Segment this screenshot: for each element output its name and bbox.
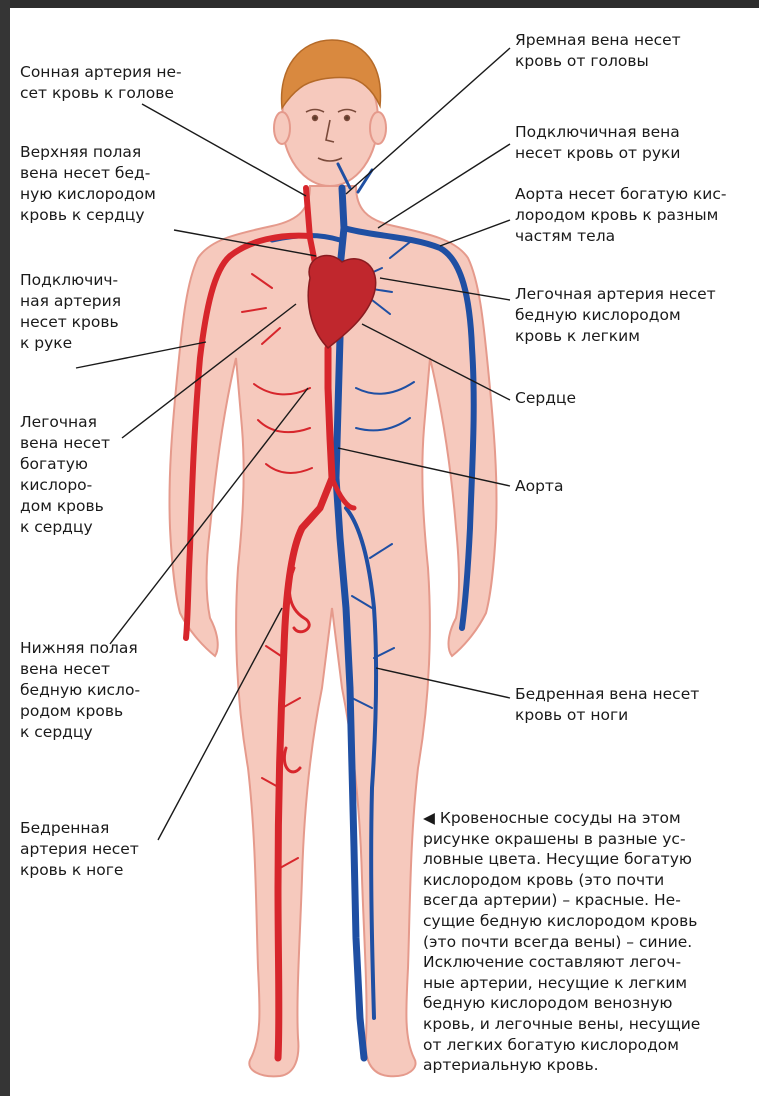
label-femoral-artery: Бедренная артерия несет кровь к ноге [20,818,139,881]
caption-marker-icon: ◀ [423,809,435,827]
label-femoral-vein: Бедренная вена несет кровь от ноги [515,684,699,726]
leader-subclavian-vein [378,144,510,228]
label-heart: Сердце [515,388,576,409]
label-jugular-vein: Яремная вена несет кровь от головы [515,30,681,72]
label-superior-vena-cava: Верхняя полая вена несет бед- ную кислор… [20,142,156,226]
label-inferior-vena-cava: Нижняя полая вена несет бедную кисло- ро… [20,638,140,743]
leader-aorta-desc [440,220,510,246]
screenshot-frame-top [0,0,759,8]
caption-text: Кровеносные сосуды на этом рисунке окраш… [423,809,700,1074]
label-subclavian-artery: Подключич- ная артерия несет кровь к рук… [20,270,121,354]
label-pulmonary-artery: Легочная артерия несет бедную кислородом… [515,284,716,347]
label-pulmonary-vein: Легочная вена несет богатую кислоро- дом… [20,412,110,538]
label-aorta-description: Аорта несет богатую кис- лородом кровь к… [515,184,726,247]
label-subclavian-vein: Подключичная вена несет кровь от руки [515,122,680,164]
label-aorta: Аорта [515,476,563,497]
caption-note: ◀ Кровеносные сосуды на этом рисунке окр… [423,808,753,1076]
screenshot-frame-left [0,0,10,1096]
diagram-page: Сонная артерия не- сет кровь к голове Ве… [10,8,759,1096]
label-carotid-artery: Сонная артерия не- сет кровь к голове [20,62,182,104]
